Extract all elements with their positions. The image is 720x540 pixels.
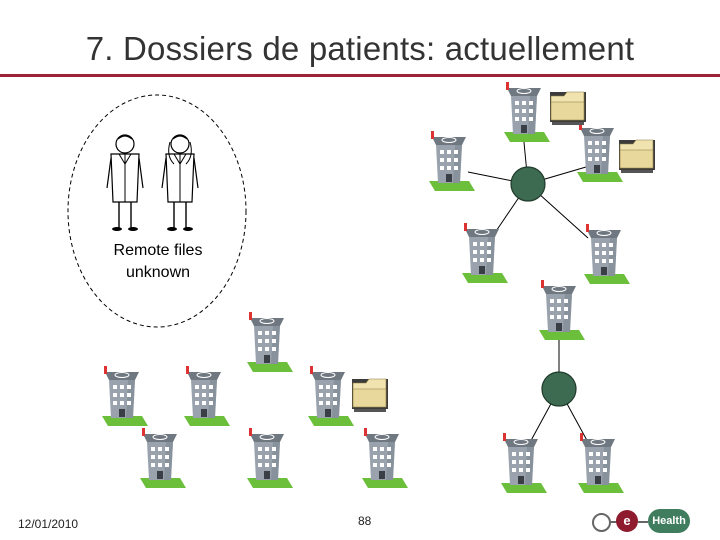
logo-health-badge: Health [648, 509, 690, 533]
patient-file-folder-icon [550, 92, 586, 125]
hospital-building-icon [429, 131, 475, 191]
network-hub-node [511, 167, 545, 201]
hospital-building-icon [504, 82, 550, 142]
hospital-building-icon [102, 366, 148, 426]
network-hub-node [542, 372, 576, 406]
hospital-building-icon [247, 428, 293, 488]
remote-files-label: Remote files unknown [98, 240, 218, 284]
hospital-building-icon [577, 122, 623, 182]
hospital-building-icon [539, 280, 585, 340]
footer-date: 12/01/2010 [18, 517, 78, 531]
hospital-building-icon [501, 433, 547, 493]
logo-connector [638, 521, 648, 523]
hospital-building-icon [140, 428, 186, 488]
doctor-figure-female [162, 135, 198, 231]
page-number: 88 [358, 514, 371, 528]
hospital-building-icon [578, 433, 624, 493]
patient-file-folder-icon [619, 140, 655, 173]
hospital-building-icon [184, 366, 230, 426]
ehealth-logo: e Health [590, 506, 720, 538]
hospital-building-icon [584, 224, 630, 284]
local-context-oval [68, 95, 246, 327]
hospital-building-icon [462, 223, 508, 283]
doctor-figure-male [107, 135, 143, 231]
remote-files-label-line2: unknown [98, 262, 218, 284]
hospital-building-icon [362, 428, 408, 488]
patient-file-folder-icon [352, 379, 388, 412]
logo-e-badge: e [616, 510, 638, 532]
hospital-building-icon [308, 366, 354, 426]
hospital-building-icon [247, 312, 293, 372]
remote-files-label-line1: Remote files [98, 240, 218, 262]
